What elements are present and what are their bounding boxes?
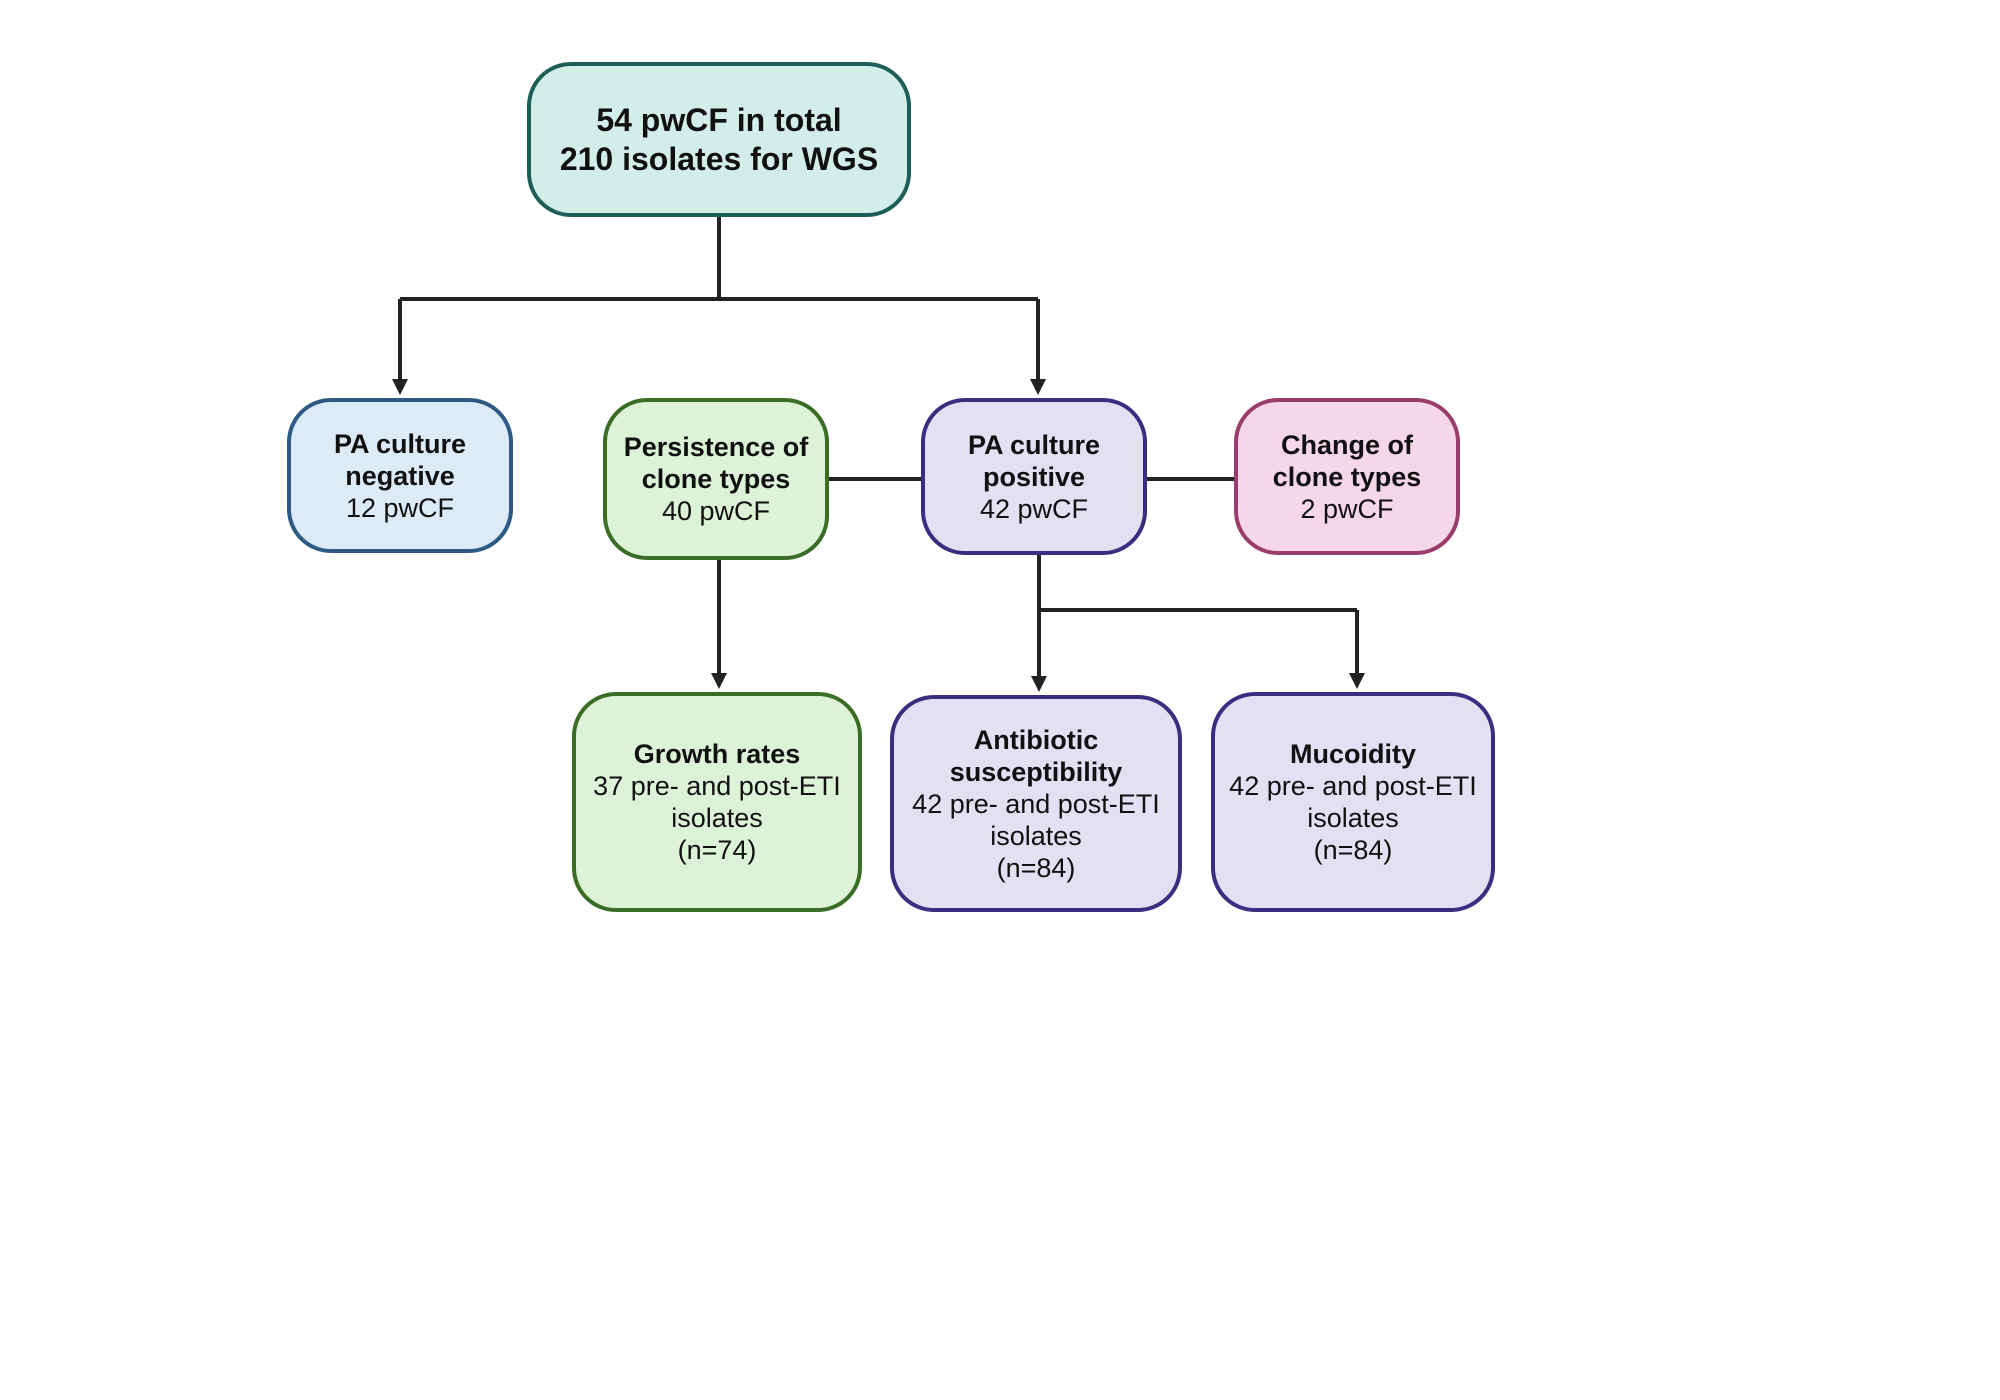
persistence-title: Persistence of clone types [623, 432, 809, 494]
growth-rates-node: Growth rates 37 pre- and post-ETI isolat… [572, 692, 862, 912]
pa-positive-title: PA culture positive [967, 429, 1101, 492]
change-count: 2 pwCF [1300, 493, 1394, 524]
arrowhead-antibiotic [1031, 676, 1047, 692]
pa-culture-negative-node: PA culture negative 12 pwCF [287, 398, 513, 553]
arrowhead-growth-rates [711, 673, 727, 689]
antibiotic-detail: 42 pre- and post-ETI isolates (n=84) [912, 788, 1160, 883]
root-title: 54 pwCF in total 210 isolates for WGS [559, 101, 879, 177]
change-title: Change of clone types [1272, 429, 1422, 492]
arrowhead-mucoidity [1349, 673, 1365, 689]
pa-positive-count: 42 pwCF [979, 493, 1089, 524]
growth-detail: 37 pre- and post-ETI isolates (n=74) [593, 771, 841, 865]
pa-culture-positive-node: PA culture positive 42 pwCF [921, 398, 1147, 555]
change-clone-types-node: Change of clone types 2 pwCF [1234, 398, 1460, 555]
mucoidity-node: Mucoidity 42 pre- and post-ETI isolates … [1211, 692, 1495, 912]
pa-negative-title: PA culture negative [333, 428, 467, 491]
growth-title: Growth rates [633, 739, 801, 769]
mucoidity-detail: 42 pre- and post-ETI isolates (n=84) [1229, 771, 1477, 865]
arrowhead-pa-positive [1030, 379, 1046, 395]
root-node: 54 pwCF in total 210 isolates for WGS [527, 62, 911, 217]
antibiotic-title: Antibiotic susceptibility [949, 724, 1123, 787]
mucoidity-title: Mucoidity [1290, 739, 1416, 769]
pa-negative-count: 12 pwCF [345, 492, 455, 523]
persistence-clone-types-node: Persistence of clone types 40 pwCF [603, 398, 829, 560]
antibiotic-susceptibility-node: Antibiotic susceptibility 42 pre- and po… [890, 695, 1182, 912]
arrowhead-pa-negative [392, 379, 408, 395]
persistence-count: 40 pwCF [661, 496, 771, 526]
